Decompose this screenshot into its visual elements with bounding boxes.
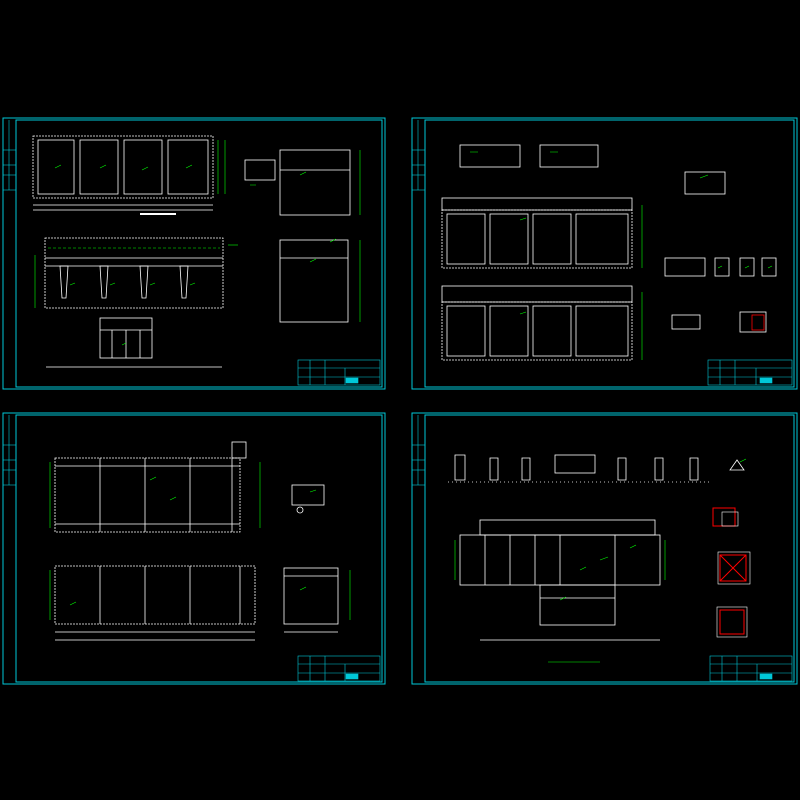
sheet-1-outer-frame (2, 117, 386, 390)
sheet-2-section-lower (441, 285, 633, 361)
sheet-2-top-details (459, 144, 726, 195)
sheet-4-column-details (448, 454, 745, 483)
sheet-2-section-upper (441, 197, 633, 269)
sheet-3-elevation (54, 565, 256, 641)
sheet-4-rebar-details (712, 507, 751, 638)
sheet-2-outer-frame (411, 117, 798, 390)
sheet-1-inner-frame (15, 119, 383, 388)
sheet-1 (2, 117, 386, 390)
sheet-1-title-block (297, 359, 381, 386)
sheet-4 (411, 412, 798, 685)
sheet-2-inner-frame (424, 119, 795, 388)
sheet-3-detail (283, 484, 339, 633)
sheet-4-inner-frame (424, 414, 795, 683)
sheet-3-plan (54, 441, 247, 533)
sheet-2-title-block (707, 359, 793, 386)
sheet-4-outer-frame (411, 412, 798, 685)
sheet-3-title-block (297, 655, 381, 682)
sheet-3 (2, 412, 386, 685)
sheet-3-inner-frame (15, 414, 383, 683)
sheet-2-right-details (664, 257, 777, 333)
sheet-2 (411, 117, 798, 390)
sheet-1-section-main (44, 237, 224, 368)
sheet-3-outer-frame (2, 412, 386, 685)
sheet-4-plan-main (459, 519, 661, 641)
sheet-1-binding-strip (3, 120, 16, 191)
sheet-1-plan-top (32, 135, 214, 215)
sheet-4-title-block (709, 655, 793, 682)
sheet-1-detail-a (244, 149, 351, 323)
